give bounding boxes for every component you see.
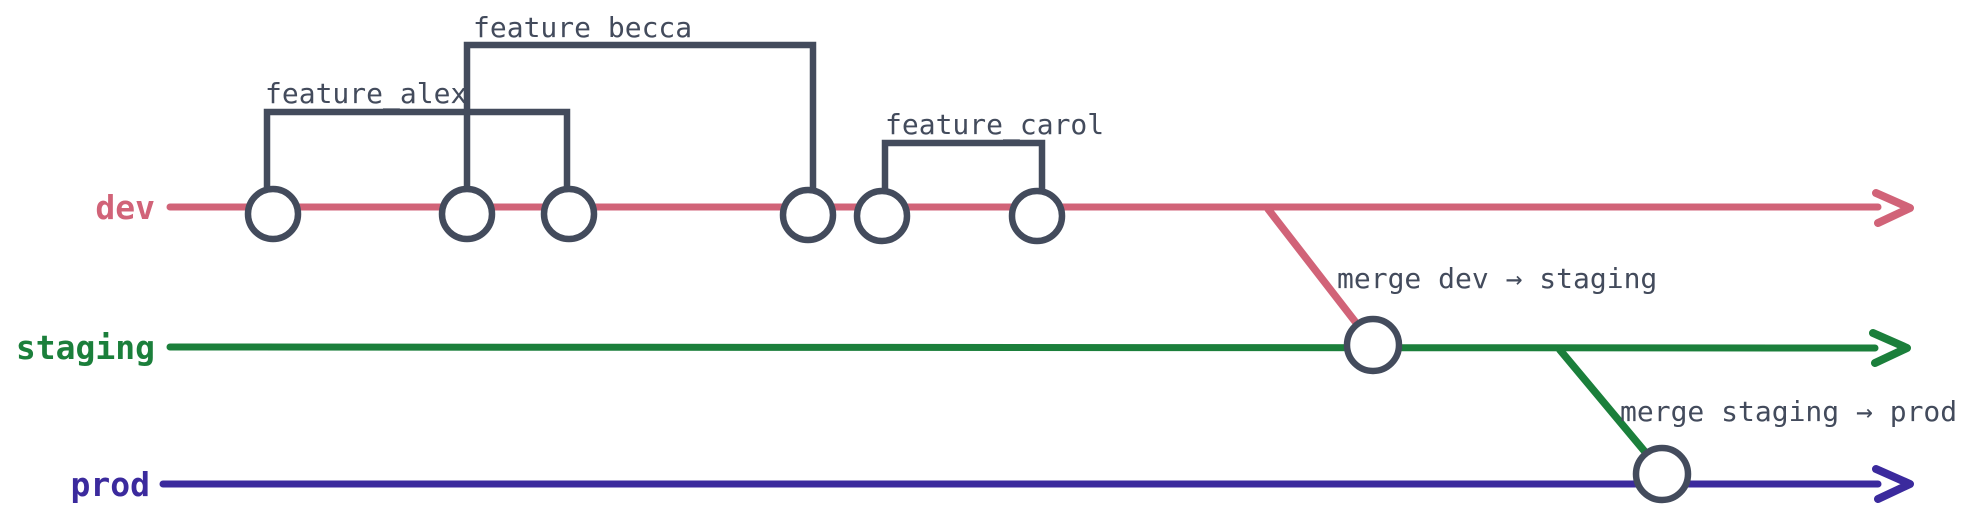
feature-carol-bracket — [881, 139, 1046, 197]
dev-commit-5 — [853, 187, 911, 245]
dev-commit-6 — [1008, 187, 1066, 245]
prod-branch-label: prod — [71, 465, 150, 504]
staging-merge-commit — [1343, 315, 1403, 375]
dev-commit-4 — [779, 186, 837, 244]
dev-branch-label: dev — [95, 188, 155, 227]
feature-becca-label: feature_becca — [473, 11, 692, 45]
merge-dev-to-staging-line — [1264, 205, 1361, 328]
merge-dev-staging-label: merge dev → staging — [1337, 262, 1657, 295]
merge-staging-to-prod-line — [1556, 346, 1650, 457]
feature-becca-bracket — [463, 41, 817, 195]
feature-carol-label: feature_carol — [885, 108, 1104, 142]
staging-branch-label: staging — [16, 328, 155, 367]
staging-arrow-head — [1869, 329, 1911, 367]
dev-commit-3 — [540, 185, 598, 243]
staging-branch-line — [166, 343, 1879, 352]
dev-arrow-head — [1872, 189, 1914, 227]
prod-merge-commit — [1632, 444, 1692, 504]
prod-arrow-head — [1872, 465, 1914, 503]
merge-staging-prod-label: merge staging → prod — [1620, 395, 1957, 428]
feature-alex-label: feature_alex — [265, 77, 467, 111]
dev-commit-1 — [244, 185, 302, 243]
dev-commit-2 — [438, 185, 496, 243]
feature-alex-bracket — [263, 108, 571, 195]
